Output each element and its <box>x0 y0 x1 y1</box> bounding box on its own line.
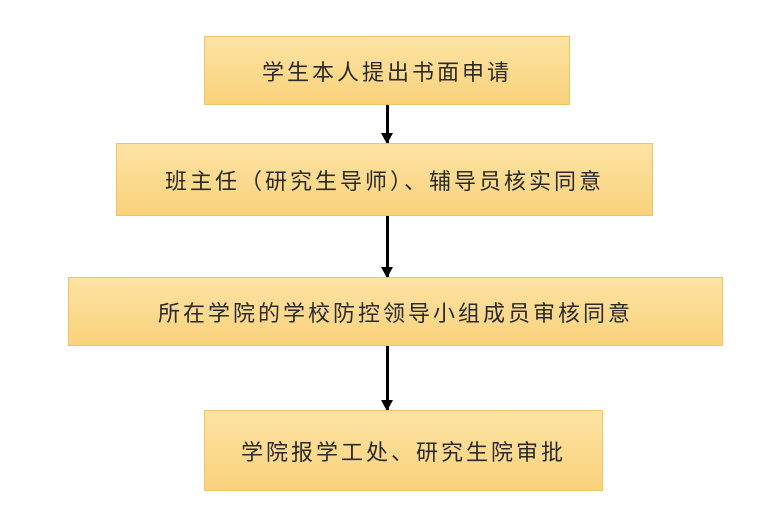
step-label: 班主任（研究生导师）、辅导员核实同意 <box>164 169 604 195</box>
flow-step-4: 学院报学工处、研究生院审批 <box>204 410 603 491</box>
flow-step-3: 所在学院的学校防控领导小组成员审核同意 <box>68 277 723 346</box>
step-label: 学院报学工处、研究生院审批 <box>240 440 566 466</box>
arrow-down-icon <box>381 216 393 278</box>
flow-step-2: 班主任（研究生导师）、辅导员核实同意 <box>116 143 653 216</box>
arrow-down-icon <box>381 105 393 144</box>
step-label: 学生本人提出书面申请 <box>261 60 512 86</box>
flow-step-1: 学生本人提出书面申请 <box>204 36 570 105</box>
arrow-down-icon <box>381 346 393 411</box>
step-label: 所在学院的学校防控领导小组成员审核同意 <box>157 301 633 327</box>
